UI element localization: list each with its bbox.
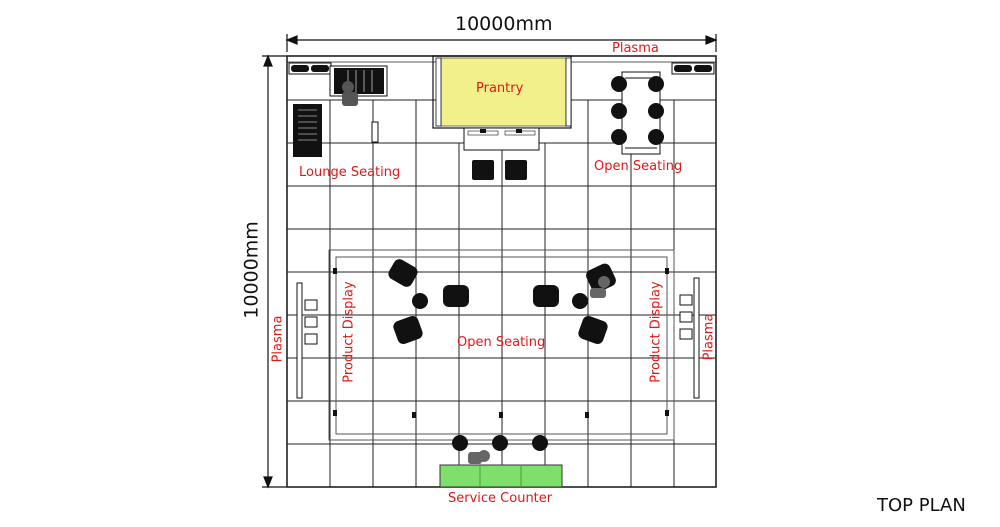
plasma-screen-top-right bbox=[671, 62, 715, 75]
platform-posts bbox=[333, 268, 669, 418]
side-table-1 bbox=[412, 293, 428, 309]
service-counter-stools bbox=[452, 435, 548, 451]
open-seating-center-label: Open Seating bbox=[457, 335, 546, 350]
lounge-chair-2 bbox=[443, 285, 469, 307]
pantry-label: Prantry bbox=[476, 81, 524, 96]
plasma-top-label: Plasma bbox=[612, 41, 659, 56]
plasma-right-label: Plasma bbox=[701, 313, 717, 361]
pantry-room bbox=[432, 55, 572, 151]
lounge-door-handle bbox=[371, 121, 379, 143]
person-figure-seat bbox=[590, 276, 610, 298]
lounge-seating-label: Lounge Seating bbox=[299, 165, 401, 180]
person-figure-desk bbox=[342, 81, 358, 106]
plasma-left-label: Plasma bbox=[270, 315, 286, 363]
pantry-stool-left bbox=[472, 160, 494, 180]
width-dimension-label: 10000mm bbox=[455, 13, 553, 35]
round-table-top-right bbox=[611, 71, 664, 155]
lounge-chair-6 bbox=[578, 315, 608, 345]
brochure-rack bbox=[293, 104, 322, 157]
person-figure-counter bbox=[468, 450, 490, 464]
view-title: TOP PLAN bbox=[877, 495, 966, 516]
lounge-chair-3 bbox=[393, 315, 423, 345]
display-wall-left bbox=[296, 282, 318, 399]
height-dimension-label: 10000mm bbox=[240, 221, 263, 319]
reception-desk bbox=[329, 65, 388, 97]
pantry-stool-right bbox=[505, 160, 527, 180]
open-seating-top-label: Open Seating bbox=[594, 159, 683, 174]
plasma-screen-top-left bbox=[288, 62, 332, 75]
side-table-2 bbox=[572, 293, 588, 309]
lounge-chair-4 bbox=[533, 285, 559, 307]
product-display-right-label: Product Display bbox=[648, 281, 664, 383]
lounge-chair-1 bbox=[388, 259, 418, 287]
service-counter bbox=[439, 464, 563, 488]
display-wall-right bbox=[679, 277, 700, 399]
service-counter-label: Service Counter bbox=[448, 491, 553, 506]
width-dimension-line bbox=[285, 34, 718, 52]
product-display-left-label: Product Display bbox=[341, 281, 357, 383]
height-dimension-line bbox=[262, 54, 287, 489]
